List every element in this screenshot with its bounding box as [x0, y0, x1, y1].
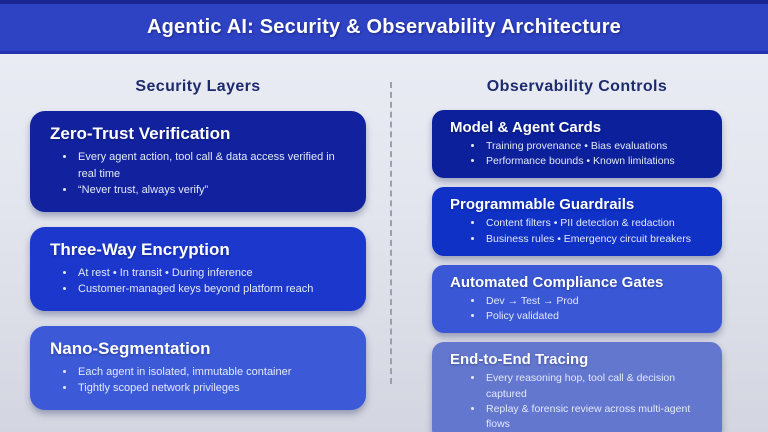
- bullet-item: Policy validated: [484, 309, 708, 324]
- card-bullets: Every reasoning hop, tool call & decisio…: [450, 371, 708, 432]
- security-layers-column: Security Layers Zero-Trust Verification …: [0, 54, 392, 432]
- bullet-item: “Never trust, always verify”: [76, 182, 348, 199]
- bullet-item: Dev → Test → Prod: [484, 294, 708, 309]
- card-zero-trust-verification: Zero-Trust Verification Every agent acti…: [30, 111, 366, 212]
- bullet-item: Tightly scoped network privileges: [76, 380, 348, 397]
- bullet-item: Replay & forensic review across multi-ag…: [484, 402, 708, 432]
- card-title: Automated Compliance Gates: [450, 273, 664, 291]
- bullet-item: Each agent in isolated, immutable contai…: [76, 364, 348, 381]
- bullet-item: Every agent action, tool call & data acc…: [76, 149, 348, 182]
- card-nano-segmentation: Nano-Segmentation Each agent in isolated…: [30, 325, 366, 410]
- card-list: Zero-Trust Verification Every agent acti…: [30, 111, 366, 410]
- card-title: Three-Way Encryption: [50, 239, 230, 259]
- card-programmable-guardrails: Programmable Guardrails Content filters …: [432, 187, 722, 256]
- card-three-way-encryption: Three-Way Encryption At rest • In transi…: [30, 226, 366, 311]
- card-title: Zero-Trust Verification: [50, 124, 231, 143]
- card-title: Programmable Guardrails: [450, 196, 635, 214]
- bullet-item: Training provenance • Bias evaluations: [484, 139, 708, 154]
- card-end-to-end-tracing: End-to-End Tracing Every reasoning hop, …: [432, 342, 722, 432]
- card-list: Model & Agent Cards Training provenance …: [432, 110, 722, 432]
- column-heading: Security Layers: [135, 78, 261, 95]
- card-title: End-to-End Tracing: [450, 351, 589, 369]
- column-heading: Observability Controls: [486, 78, 668, 95]
- bullet-item: Performance bounds • Known limitations: [484, 154, 708, 169]
- card-bullets: Training provenance • Bias evaluationsPe…: [450, 139, 708, 169]
- columns-area: Security Layers Zero-Trust Verification …: [0, 54, 768, 432]
- bullet-item: Business rules • Emergency circuit break…: [484, 232, 708, 247]
- page-title: Agentic AI: Security & Observability Arc…: [147, 16, 621, 38]
- card-title: Model & Agent Cards: [450, 119, 602, 136]
- column-divider: [390, 82, 392, 384]
- header-bar: Agentic AI: Security & Observability Arc…: [0, 0, 768, 54]
- bullet-item: Content filters • PII detection & redact…: [484, 216, 708, 231]
- card-bullets: Dev → Test → ProdPolicy validated: [450, 294, 708, 324]
- card-model-agent-cards: Model & Agent Cards Training provenance …: [432, 110, 722, 179]
- bullet-item: At rest • In transit • During inference: [76, 265, 348, 282]
- card-bullets: Every agent action, tool call & data acc…: [50, 149, 348, 199]
- observability-controls-column: Observability Controls Model & Agent Car…: [392, 54, 768, 432]
- bullet-item: Every reasoning hop, tool call & decisio…: [484, 371, 708, 401]
- card-bullets: Each agent in isolated, immutable contai…: [50, 364, 348, 397]
- card-automated-compliance-gates: Automated Compliance Gates Dev → Test → …: [432, 264, 722, 334]
- card-bullets: At rest • In transit • During inferenceC…: [50, 265, 348, 298]
- card-bullets: Content filters • PII detection & redact…: [450, 216, 708, 246]
- bullet-item: Customer-managed keys beyond platform re…: [76, 281, 348, 298]
- card-title: Nano-Segmentation: [50, 338, 211, 358]
